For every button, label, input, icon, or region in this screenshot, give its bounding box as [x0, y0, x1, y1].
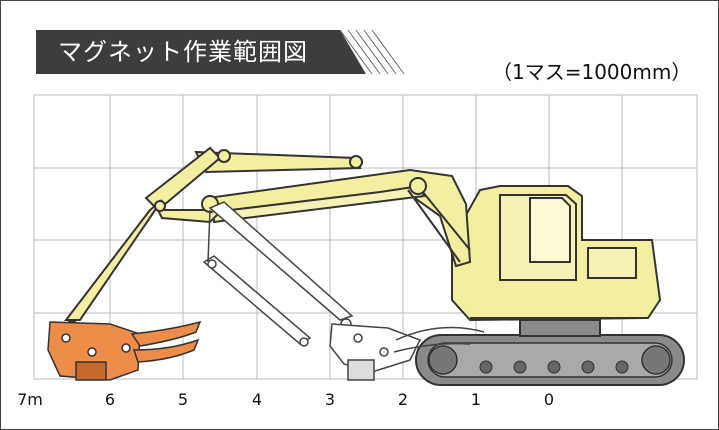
page-title: マグネット作業範囲図	[58, 38, 308, 66]
excavator-track	[415, 334, 685, 386]
x-axis-labels: 7m 6 5 4 3 2 1 0	[17, 390, 554, 409]
axis-label-4: 4	[252, 390, 262, 409]
axis-label-5: 5	[178, 390, 188, 409]
axis-label-3: 3	[325, 390, 335, 409]
axis-label-2: 2	[398, 390, 408, 409]
scale-note: （1マス=1000mm）	[492, 60, 692, 84]
magnet-attachment-outline	[329, 323, 485, 381]
title-banner	[36, 29, 405, 75]
arm-outline	[202, 201, 354, 347]
axis-label-6: 6	[105, 390, 115, 409]
main-boom	[63, 146, 472, 332]
excavator-body	[451, 185, 662, 337]
axis-label-7: 7m	[17, 390, 43, 409]
magnet-attachment-extended	[47, 320, 202, 381]
axis-label-0: 0	[544, 390, 554, 409]
axis-label-1: 1	[471, 390, 481, 409]
